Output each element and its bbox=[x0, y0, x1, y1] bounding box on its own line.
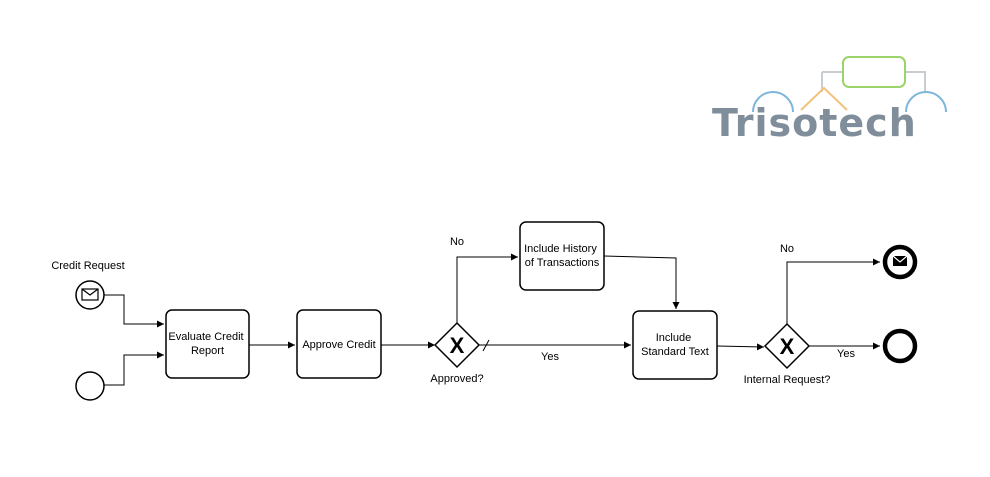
gateway-approved-label: Approved? bbox=[430, 373, 483, 385]
task-label-line: Approve Credit bbox=[302, 339, 375, 351]
svg-text:Approve Credit: Approve Credit bbox=[302, 339, 375, 351]
filled-envelope-icon bbox=[892, 255, 908, 266]
task-label-line: Include bbox=[656, 332, 691, 344]
task-evaluate-credit-report[interactable]: Evaluate Credit Report bbox=[165, 309, 250, 379]
task-include-history-of-transactions[interactable]: Include History of Transactions bbox=[519, 221, 605, 291]
flow-standard-to-gateway bbox=[716, 343, 765, 351]
envelope-icon bbox=[81, 288, 99, 301]
gateway-approved[interactable]: X bbox=[433, 321, 481, 369]
gateway-internal-request-label: Internal Request? bbox=[744, 374, 831, 386]
flow-gateway-no-to-history bbox=[456, 253, 518, 323]
exclusive-x-icon: X bbox=[450, 333, 465, 358]
flow-label-yes: Yes bbox=[837, 348, 855, 360]
flow-label-yes: Yes bbox=[541, 351, 559, 363]
task-label-line: Evaluate Credit bbox=[168, 331, 243, 343]
svg-text:Include History of Trans: Include History of Transactions bbox=[524, 243, 600, 269]
svg-text:Evaluate Credit Report: Evaluate Credit Report bbox=[168, 331, 246, 357]
start-event[interactable] bbox=[75, 371, 105, 401]
svg-text:Include Standard Text: Include Standard Text bbox=[641, 332, 709, 358]
exclusive-x-icon: X bbox=[780, 334, 795, 359]
default-flow-marker bbox=[482, 339, 490, 352]
sequence-flows bbox=[103, 253, 880, 386]
flow-label-no: No bbox=[780, 243, 794, 255]
task-include-standard-text[interactable]: Include Standard Text bbox=[632, 310, 718, 380]
flow-gateway-no-to-message-end bbox=[786, 258, 880, 324]
flow-history-to-standard bbox=[603, 255, 680, 309]
task-approve-credit[interactable]: Approve Credit bbox=[296, 309, 382, 379]
logo-graphic-icon bbox=[752, 56, 947, 113]
task-label-line: Standard Text bbox=[641, 346, 709, 358]
end-event[interactable] bbox=[882, 328, 918, 364]
logo-text: Trisotech bbox=[712, 101, 917, 145]
task-label-line: Report bbox=[191, 345, 224, 357]
gateway-internal-request[interactable]: X bbox=[763, 322, 811, 370]
trisotech-logo: Trisotech bbox=[712, 56, 947, 145]
message-start-event[interactable] bbox=[75, 280, 105, 310]
message-end-event[interactable] bbox=[882, 244, 918, 280]
task-label-line: Include History bbox=[524, 243, 597, 255]
task-label-line: of Transactions bbox=[525, 257, 600, 269]
flow-label-no: No bbox=[450, 236, 464, 248]
flow-start-to-evaluate bbox=[103, 351, 164, 386]
credit-request-label: Credit Request bbox=[51, 260, 124, 272]
flow-message-start-to-evaluate bbox=[103, 294, 164, 328]
